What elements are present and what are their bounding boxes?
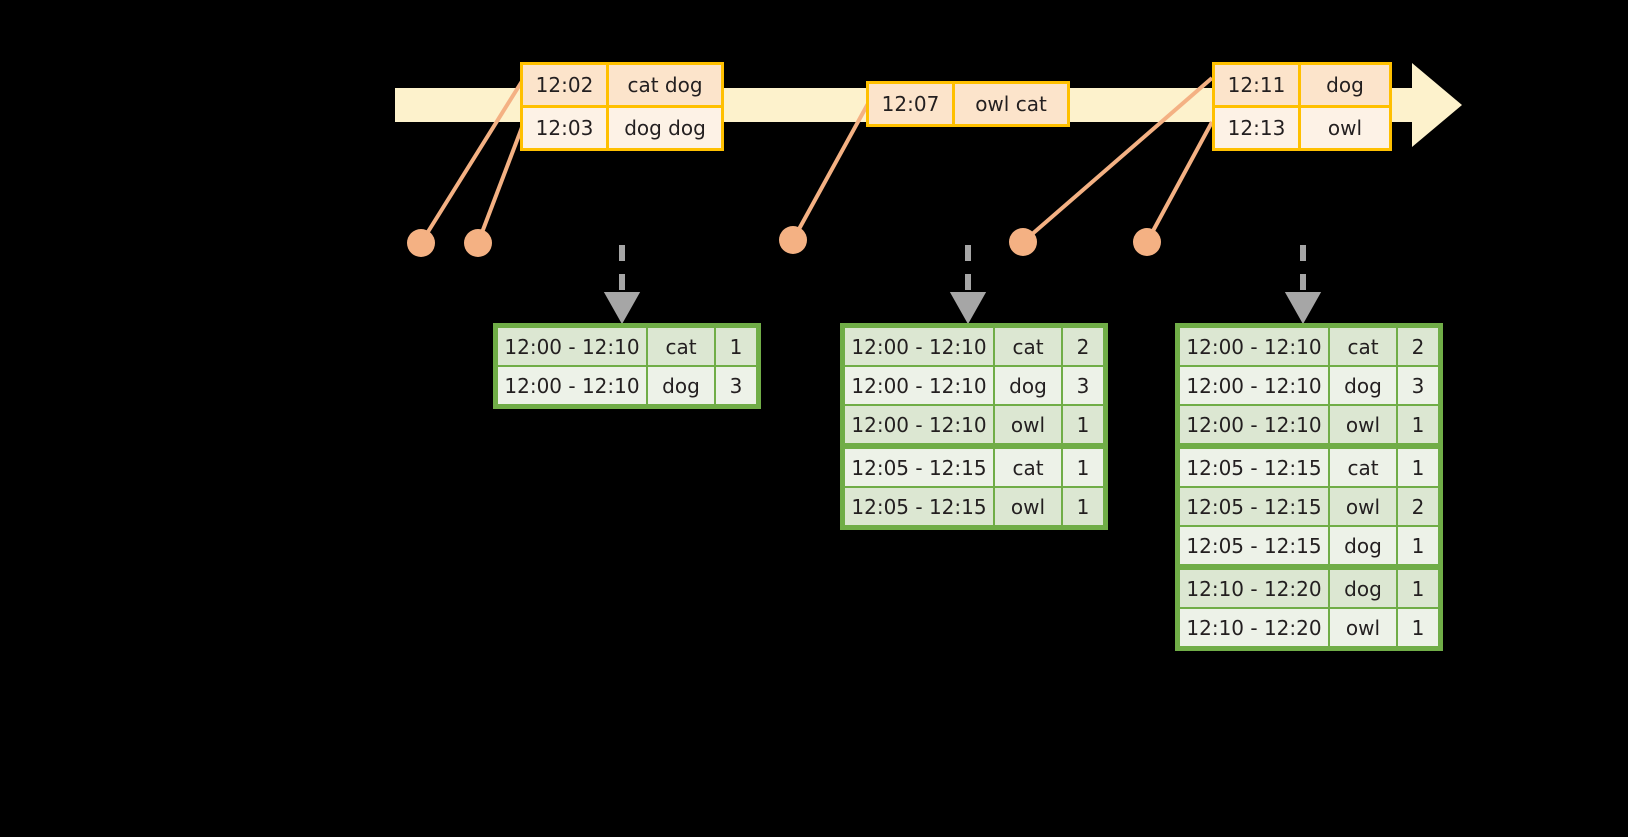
event-value: cat dog [609,65,721,105]
cell-key: owl [1329,487,1397,526]
cell-key: cat [994,327,1062,366]
cell-count: 3 [1397,366,1439,405]
timeline-event-box-1[interactable]: 12:02 cat dog 12:03 dog dog [520,62,724,151]
cell-window: 12:05 - 12:15 [844,448,994,487]
event-value: dog [1301,65,1389,105]
event-row: 12:07 owl cat [869,84,1067,124]
cell-count: 1 [1397,448,1439,487]
cell-count: 3 [715,366,757,405]
cell-count: 1 [1062,405,1104,444]
cell-count: 3 [1062,366,1104,405]
cell-window: 12:00 - 12:10 [844,327,994,366]
cell-key: owl [994,487,1062,526]
event-row: 12:11 dog [1215,65,1389,105]
cell-window: 12:00 - 12:10 [1179,366,1329,405]
cell-count: 1 [1397,405,1439,444]
cell-count: 2 [1397,487,1439,526]
cell-key: cat [1329,327,1397,366]
cell-window: 12:00 - 12:10 [497,327,647,366]
timeline-event-box-3[interactable]: 12:11 dog 12:13 owl [1212,62,1392,151]
event-row: 12:13 owl [1215,105,1389,148]
event-value: owl cat [955,84,1067,124]
cell-key: owl [994,405,1062,444]
cell-window: 12:00 - 12:10 [1179,327,1329,366]
cell-window: 12:00 - 12:10 [844,366,994,405]
cell-key: dog [1329,366,1397,405]
cell-window: 12:05 - 12:15 [1179,448,1329,487]
timeline-event-box-2[interactable]: 12:07 owl cat [866,81,1070,127]
cell-window: 12:00 - 12:10 [844,405,994,444]
cell-window: 12:10 - 12:20 [1179,569,1329,608]
event-time: 12:03 [523,108,609,148]
cell-window: 12:00 - 12:10 [1179,405,1329,444]
event-time: 12:13 [1215,108,1301,148]
cell-count: 2 [1062,327,1104,366]
event-time: 12:07 [869,84,955,124]
cell-key: dog [647,366,715,405]
cell-key: owl [1329,608,1397,647]
cell-key: dog [1329,526,1397,565]
cell-key: owl [1329,405,1397,444]
cell-window: 12:00 - 12:10 [497,366,647,405]
event-row: 12:03 dog dog [523,105,721,148]
timeline-arrow-head-icon [1412,63,1462,147]
cell-window: 12:05 - 12:15 [844,487,994,526]
event-row: 12:02 cat dog [523,65,721,105]
event-value: owl [1301,108,1389,148]
cell-count: 1 [1062,487,1104,526]
cell-count: 2 [1397,327,1439,366]
cell-count: 1 [715,327,757,366]
cell-count: 1 [1062,448,1104,487]
event-time: 12:11 [1215,65,1301,105]
cell-window: 12:05 - 12:15 [1179,526,1329,565]
cell-count: 1 [1397,526,1439,565]
cell-window: 12:05 - 12:15 [1179,487,1329,526]
cell-key: dog [1329,569,1397,608]
cell-key: dog [994,366,1062,405]
cell-count: 1 [1397,608,1439,647]
cell-count: 1 [1397,569,1439,608]
cell-key: cat [994,448,1062,487]
event-value: dog dog [609,108,721,148]
cell-key: cat [1329,448,1397,487]
cell-key: cat [647,327,715,366]
cell-window: 12:10 - 12:20 [1179,608,1329,647]
event-time: 12:02 [523,65,609,105]
